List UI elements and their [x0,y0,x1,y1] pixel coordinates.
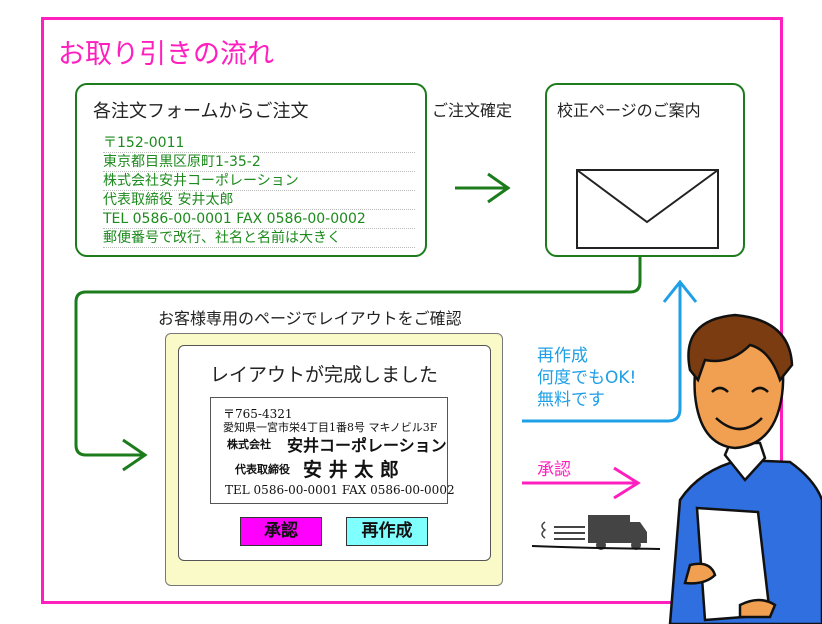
pink-approve-arrow-icon [522,466,641,500]
order-confirm-label: ご注文確定 [432,101,513,120]
layout-confirm-caption: お客様専用のページでレイアウトをご確認 [158,309,462,328]
blue-redo-line [522,279,698,423]
card-title-prefix: 代表取締役 [235,463,290,476]
address-sample: 〒152-0011 東京都目黒区原町1-35-2 株式会社安井コーポレーション … [103,135,415,249]
redo-note: 再作成 何度でもOK! 無料です [537,345,636,411]
delivery-truck-icon [531,515,661,550]
address-line: 代表取締役 安井太郎 [103,192,415,210]
card-zip: 〒765-4321 [223,407,293,421]
green-flow-line [74,255,642,472]
card-address: 愛知県一宮市栄4丁目1番8号 マキノビル3F [223,421,438,434]
proof-guide-heading: 校正ページのご案内 [557,101,701,120]
redo-note-line: 無料です [537,390,605,410]
card-name: 安 井 太 郎 [303,459,399,481]
approve-label: 承認 [537,460,571,480]
address-line: TEL 0586-00-0001 FAX 0586-00-0002 [103,211,415,229]
envelope-icon [576,169,719,249]
card-company-prefix: 株式会社 [227,438,271,451]
card-company: 安井コーポレーション [287,436,447,455]
smiling-person-illustration [668,313,822,624]
redo-note-line: 何度でもOK! [537,368,637,388]
card-tel: TEL 0586-00-0001 FAX 0586-00-0002 [225,483,455,497]
approve-button[interactable]: 承認 [240,517,322,546]
address-line: 郵便番号で改行、社名と名前は大きく [103,230,415,248]
order-form-heading: 各注文フォームからご注文 [93,101,309,122]
redo-button[interactable]: 再作成 [346,517,428,546]
address-line: 〒152-0011 [103,135,415,153]
redo-note-line: 再作成 [537,346,588,366]
order-form-box: 各注文フォームからご注文 〒152-0011 東京都目黒区原町1-35-2 株式… [75,83,427,257]
frame [41,17,783,604]
address-line: 株式会社安井コーポレーション [103,173,415,191]
page-title: お取り引きの流れ [58,39,274,70]
layout-complete-heading: レイアウトが完成しました [210,364,439,386]
green-arrow-right-icon [455,172,511,204]
business-card-preview: 〒765-4321 愛知県一宮市栄4丁目1番8号 マキノビル3F 株式会社 安井… [210,397,455,504]
address-line: 東京都目黒区原町1-35-2 [103,154,415,172]
